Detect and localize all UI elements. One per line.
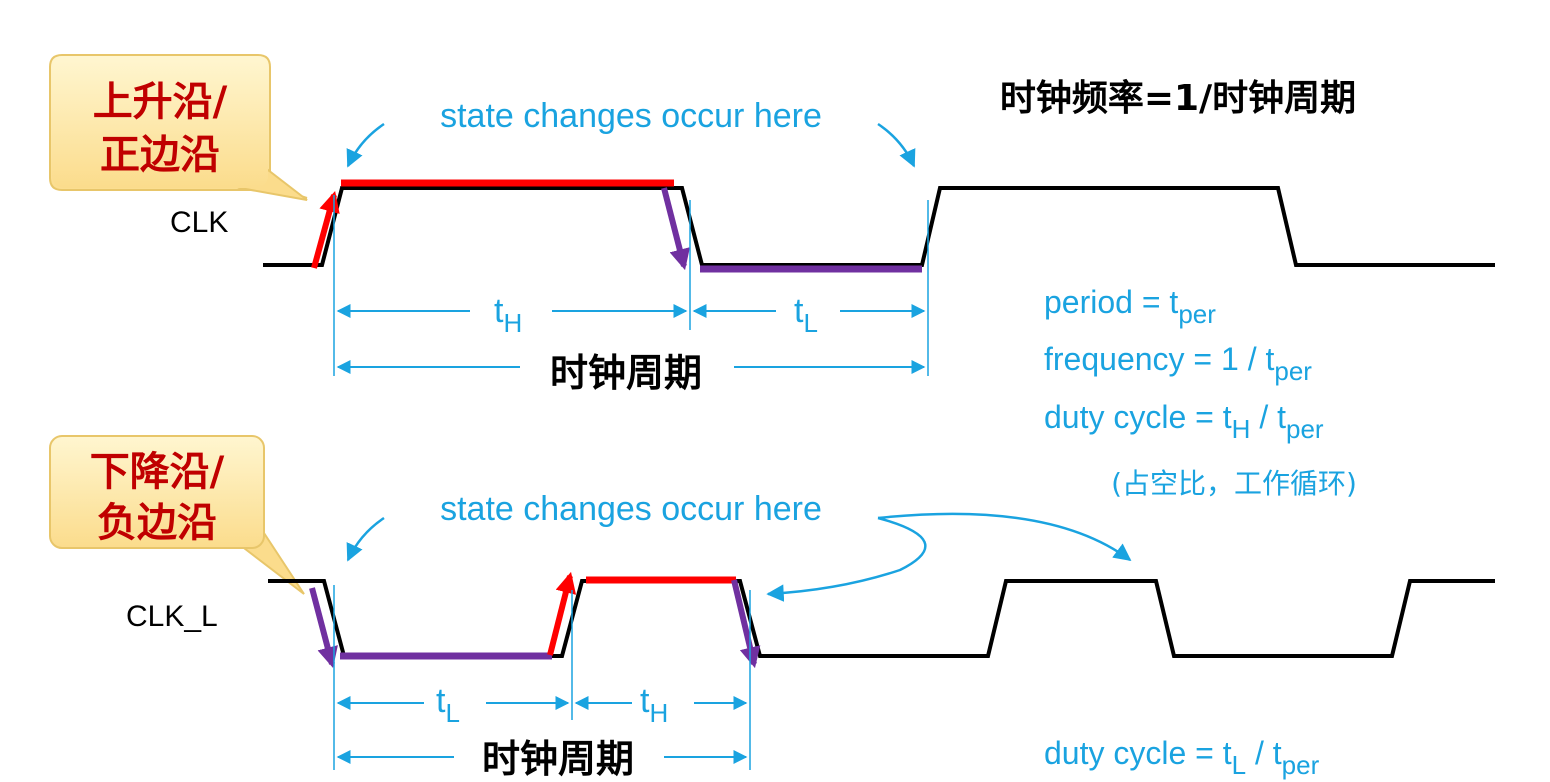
frequency-formula-text: frequency = 1 / tper [1044,341,1312,386]
t-high-label: tH [640,682,668,728]
t-high-label: tH [494,292,522,338]
t-low-label: tL [436,682,460,728]
duty-cycle-note: (占空比，工作循环) [1111,467,1357,500]
t-low-label: tL [794,292,818,338]
rising-edge-marker [311,190,340,269]
callout-line-1: 下降沿/ [90,449,225,495]
state-change-arrow-right [877,122,916,168]
clk-l-signal-label: CLK_L [126,600,218,633]
clk-signal-label: CLK [170,206,228,239]
callout-line-2: 负边沿 [97,500,217,546]
state-changes-text: state changes occur here [440,97,822,135]
bottom-dimension-lines [333,585,751,770]
clk-waveform [263,186,1495,267]
duty-cycle-formula: duty cycle = tL / tper [1044,735,1320,780]
state-change-arrow-left [346,516,385,562]
state-change-arrow-right [877,512,1132,562]
falling-edge-marker [309,587,338,669]
frequency-formula: 时钟频率=1/时钟周期 [1000,78,1356,119]
duty-cycle-formula: duty cycle = tH / tper [1044,399,1324,444]
falling-edge-callout: 下降沿/ 负边沿 [49,435,305,595]
state-change-arrow-left [346,122,385,168]
top-dimension-lines [333,195,929,376]
falling-edge-marker [661,187,690,271]
state-changes-text: state changes occur here [440,490,822,528]
clk-l-waveform [268,579,1495,658]
callout-line-2: 正边沿 [100,132,220,178]
rising-edge-marker [547,571,577,656]
clock-period-label: 时钟周期 [482,737,634,781]
state-change-arrow-middle [766,516,927,602]
clock-period-label: 时钟周期 [550,351,702,395]
rising-edge-callout: 上升沿/ 正边沿 [49,54,308,201]
callout-line-1: 上升沿/ [93,79,228,125]
period-formula: period = tper [1044,284,1216,329]
